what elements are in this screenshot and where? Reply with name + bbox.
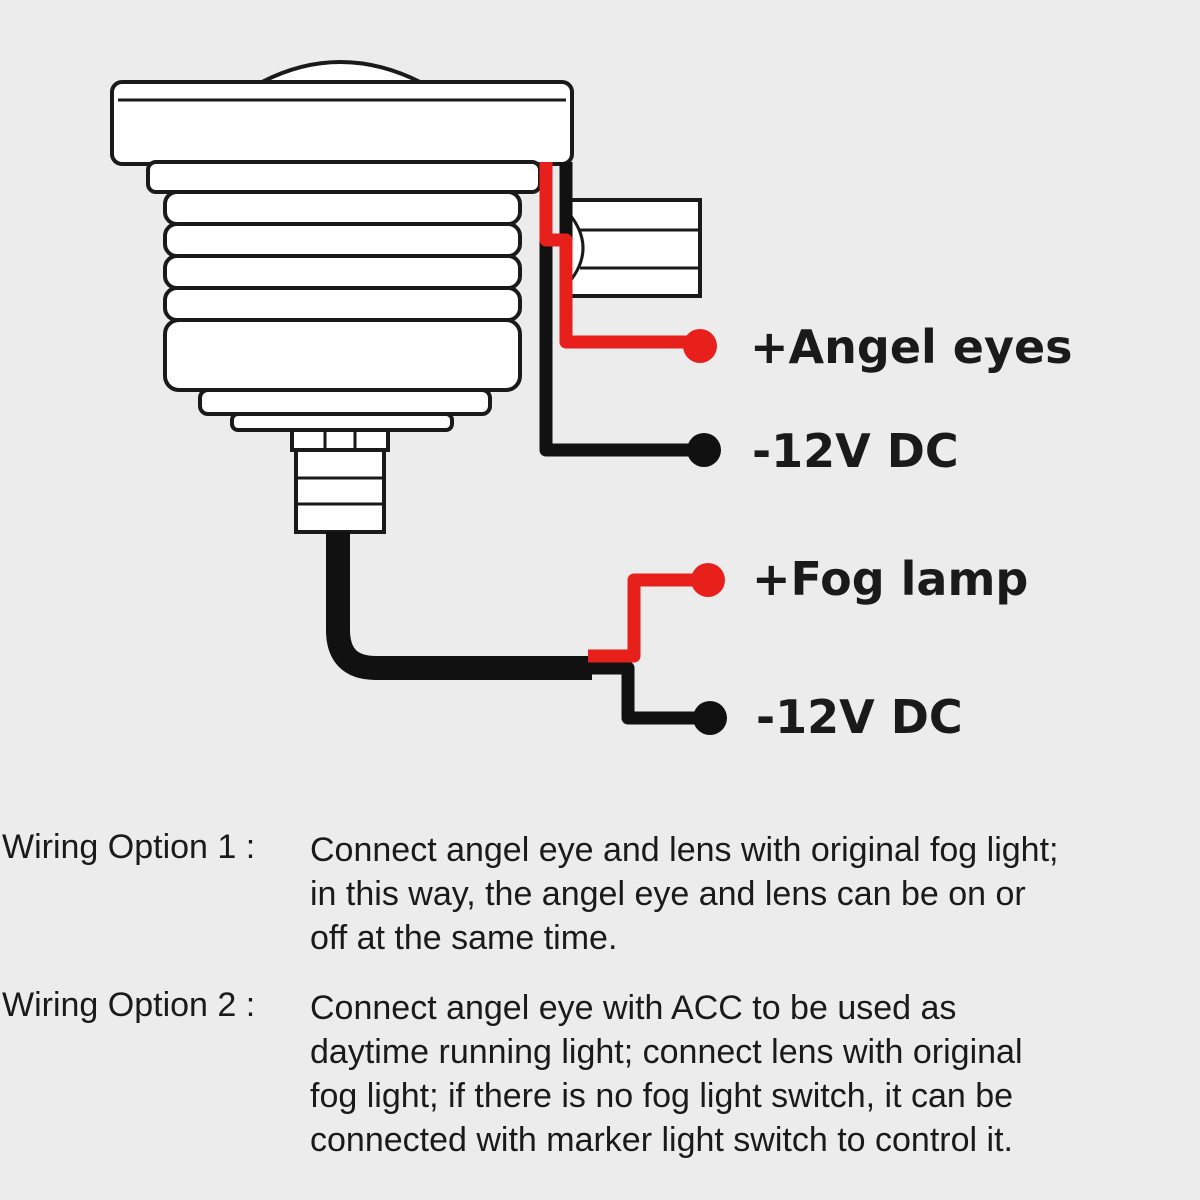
option-line: connected with marker light switch to co… bbox=[310, 1121, 1013, 1159]
body-rib bbox=[163, 222, 522, 258]
option-line: fog light; if there is no fog light swit… bbox=[310, 1077, 1014, 1115]
option-line: daytime running light; connect lens with… bbox=[310, 1033, 1023, 1071]
fog-negative-terminal bbox=[693, 701, 727, 735]
side-connector bbox=[564, 198, 702, 298]
angel-negative-terminal bbox=[687, 433, 721, 467]
label-fog-lamp: +Fog lamp bbox=[752, 552, 1029, 606]
label-angel-eyes: +Angel eyes bbox=[750, 320, 1073, 374]
label-fog-negative: -12V DC bbox=[756, 690, 963, 744]
lens-dome bbox=[261, 60, 421, 84]
option-line: in this way, the angel eye and lens can … bbox=[310, 875, 1026, 913]
fog-negative-wire bbox=[592, 661, 704, 725]
angel-positive-terminal bbox=[683, 329, 717, 363]
body-rib bbox=[163, 286, 522, 322]
fog-lamp-housing bbox=[110, 60, 574, 534]
body-rib bbox=[163, 254, 522, 290]
front-bezel bbox=[110, 80, 574, 166]
option-text: Connect angel eye with ACC to be used as… bbox=[302, 986, 1190, 1162]
fog-lamp-wires bbox=[326, 532, 704, 725]
wiring-option-1: Wiring Option 1 : Connect angel eye and … bbox=[0, 828, 1200, 960]
rear-stem bbox=[290, 428, 390, 452]
option-text: Connect angel eye and lens with original… bbox=[302, 828, 1190, 960]
angel-positive-wire bbox=[539, 162, 700, 349]
wiring-option-2: Wiring Option 2 : Connect angel eye with… bbox=[0, 986, 1200, 1162]
option-line: Connect angel eye with ACC to be used as bbox=[310, 989, 957, 1027]
angel-eyes-wires bbox=[539, 162, 700, 457]
option-line: off at the same time. bbox=[310, 919, 618, 957]
body-rib bbox=[163, 190, 522, 226]
label-angel-negative: -12V DC bbox=[752, 424, 959, 478]
wiring-diagram bbox=[110, 60, 727, 735]
fog-positive-wire bbox=[588, 573, 704, 663]
option-line: Connect angel eye and lens with original… bbox=[310, 831, 1059, 869]
option-heading: Wiring Option 2 : bbox=[2, 986, 256, 1024]
fog-positive-terminal bbox=[691, 563, 725, 597]
option-heading: Wiring Option 1 : bbox=[2, 828, 256, 866]
body-base bbox=[163, 318, 522, 392]
main-cable bbox=[326, 532, 592, 680]
wiring-notes: Wiring Option 1 : Connect angel eye and … bbox=[0, 828, 1200, 1188]
